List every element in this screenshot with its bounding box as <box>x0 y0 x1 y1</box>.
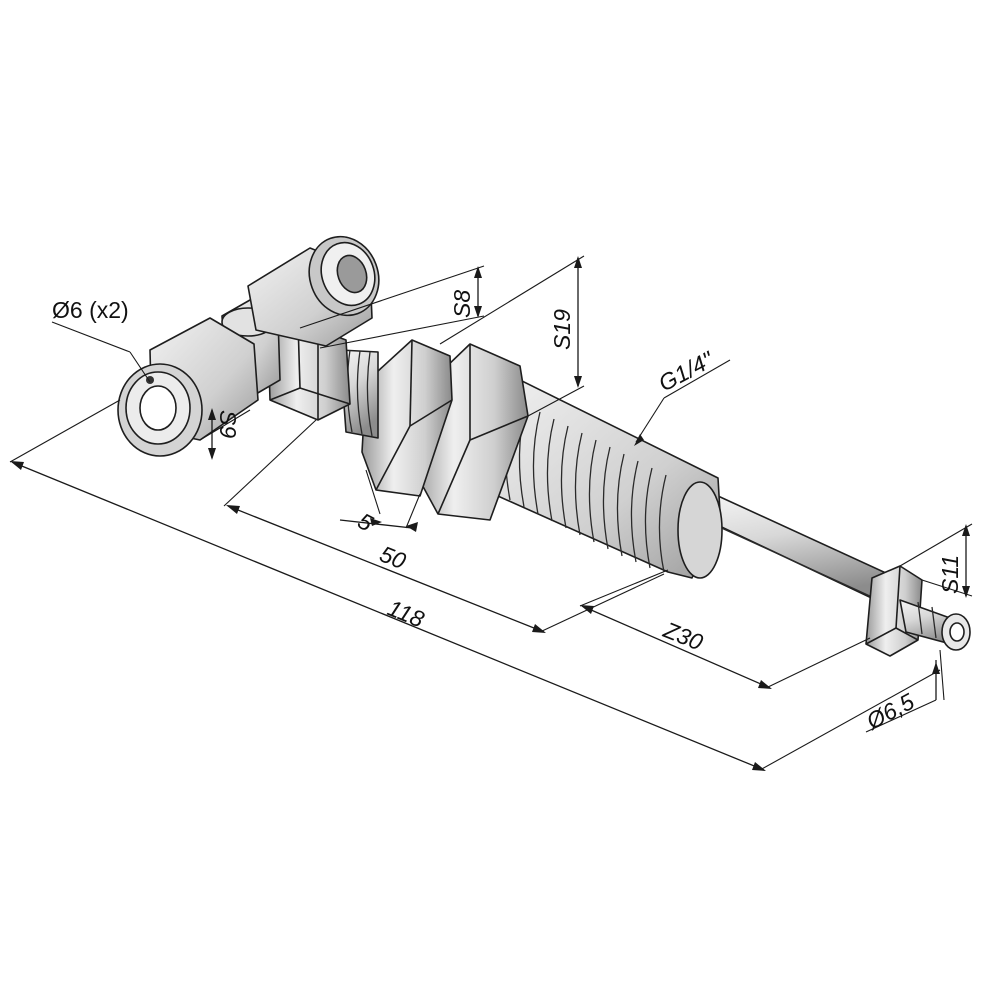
dim-s11: S11 <box>899 523 973 598</box>
label-dim-z30: Z30 <box>659 616 707 655</box>
fitting-assembly <box>117 235 971 657</box>
label-dim-118: 118 <box>384 595 428 633</box>
front-push-in-branch <box>117 317 259 457</box>
label-wrench-s19: S19 <box>549 309 575 350</box>
dim-s8: S8 <box>299 265 485 349</box>
label-tube-diameter: Ø6 (x2) <box>52 297 129 323</box>
dim-z30: Z30 <box>579 569 871 689</box>
outlet-hex-nut <box>865 565 923 657</box>
dim-thread: G1/4" <box>634 345 731 446</box>
label-wrench-s9: S9 <box>215 410 241 438</box>
label-thread: G1/4" <box>654 345 719 396</box>
label-outlet-diameter: Ø6,5 <box>861 688 918 735</box>
label-dim-50: 50 <box>376 541 410 575</box>
dim-s9: S9 <box>199 408 251 460</box>
upper-push-in-branch <box>247 235 380 347</box>
outlet-barb <box>899 599 971 651</box>
panel-hex-nut <box>361 339 453 497</box>
release-collet-marking-icon <box>146 376 154 384</box>
label-wrench-s8: S8 <box>449 290 475 318</box>
dim-tube-diameter: Ø6 (x2) <box>51 297 151 383</box>
label-wrench-s11: S11 <box>937 555 963 594</box>
dim-outlet-diameter: Ø6,5 <box>861 649 945 735</box>
dim-s19: S19 <box>439 255 585 417</box>
